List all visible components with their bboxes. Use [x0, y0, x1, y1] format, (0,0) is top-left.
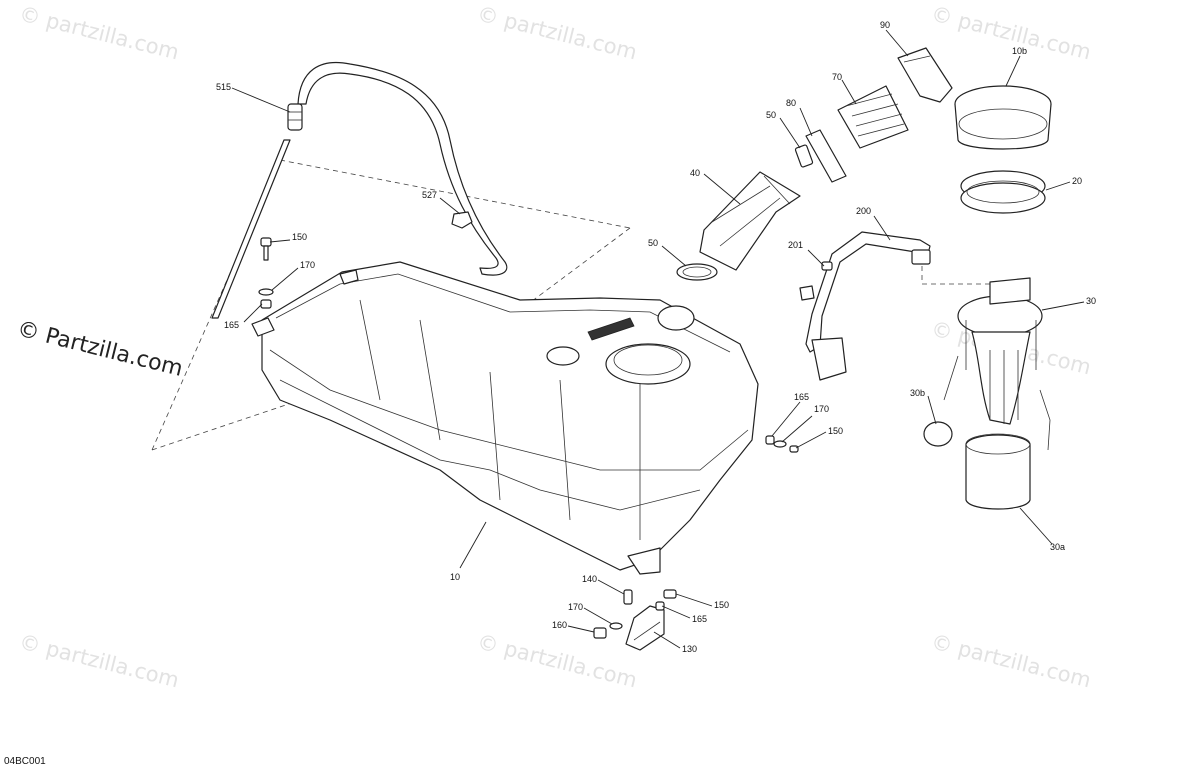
fuel-line-guide	[921, 266, 1000, 285]
fuel-cap-90	[897, 47, 953, 103]
callout-160: 160	[552, 620, 567, 630]
screw-150-lower	[663, 589, 677, 599]
nut-165-right	[765, 435, 775, 445]
callout-80: 80	[786, 98, 796, 108]
callout-515: 515	[216, 82, 231, 92]
callout-130: 130	[682, 644, 697, 654]
callout-200: 200	[856, 206, 871, 216]
filler-neck	[699, 171, 801, 271]
callout-165-left: 165	[224, 320, 239, 330]
callout-90: 90	[880, 20, 890, 30]
callout-201: 201	[788, 240, 803, 250]
watermark: © partzilla.com	[17, 630, 182, 693]
washer-170-lower	[609, 622, 623, 630]
callout-50-clamp: 50	[648, 238, 658, 248]
seal-ring-20	[960, 170, 1046, 214]
callout-150-right: 150	[828, 426, 843, 436]
callout-labels: 515 527 150 170 165 10 40 50 50 80 70 90…	[216, 20, 1096, 654]
fuel-pump-module	[943, 277, 1051, 510]
callout-10b: 10b	[1012, 46, 1027, 56]
callout-10: 10	[450, 572, 460, 582]
watermark: © partzilla.com	[929, 630, 1094, 693]
callout-30b: 30b	[910, 388, 925, 398]
fuel-float-30b	[923, 421, 953, 447]
callout-170-right: 170	[814, 404, 829, 414]
fuel-line-200	[799, 231, 931, 381]
nut-160	[593, 627, 607, 639]
hose-clamp-50-upper	[794, 144, 814, 168]
bracket-130	[625, 605, 665, 651]
watermark: © partzilla.com	[475, 2, 640, 65]
callout-165-right: 165	[794, 392, 809, 402]
callout-170-lower: 170	[568, 602, 583, 612]
nut-165-left	[260, 299, 272, 309]
screw-150-right	[789, 445, 799, 453]
clip-527	[451, 211, 473, 229]
callout-30a: 30a	[1050, 542, 1065, 552]
screw-201	[821, 261, 833, 271]
callout-50-upper: 50	[766, 110, 776, 120]
assembly-guide-lines	[151, 159, 631, 451]
callout-527: 527	[422, 190, 437, 200]
lock-ring-10b	[954, 85, 1052, 150]
watermark: © partzilla.com	[17, 2, 182, 65]
watermark: © partzilla.com	[475, 630, 640, 693]
callout-165-lower: 165	[692, 614, 707, 624]
callout-20: 20	[1072, 176, 1082, 186]
fuel-tank	[251, 261, 759, 575]
screw-150-left	[260, 237, 272, 261]
washer-170-left	[258, 288, 274, 296]
callout-40: 40	[690, 168, 700, 178]
breather-hose	[297, 61, 508, 276]
callout-70: 70	[832, 72, 842, 82]
vent-rod	[211, 139, 291, 319]
nut-165-lower	[655, 601, 665, 611]
filler-pipe-80	[805, 129, 847, 183]
callout-30: 30	[1086, 296, 1096, 306]
callout-170-left: 170	[300, 260, 315, 270]
washer-170-right	[773, 440, 787, 448]
vent-valve	[287, 103, 303, 131]
bellows-70	[837, 85, 909, 149]
diagram-reference-code: 04BC001	[4, 756, 46, 767]
callout-150-left: 150	[292, 232, 307, 242]
callout-150-lower: 150	[714, 600, 729, 610]
watermark-prominent: © Partzilla.com	[15, 317, 186, 382]
callout-140: 140	[582, 574, 597, 584]
screw-140	[623, 589, 633, 605]
leader-lines	[231, 29, 1085, 649]
hose-clamp-50	[676, 263, 718, 281]
